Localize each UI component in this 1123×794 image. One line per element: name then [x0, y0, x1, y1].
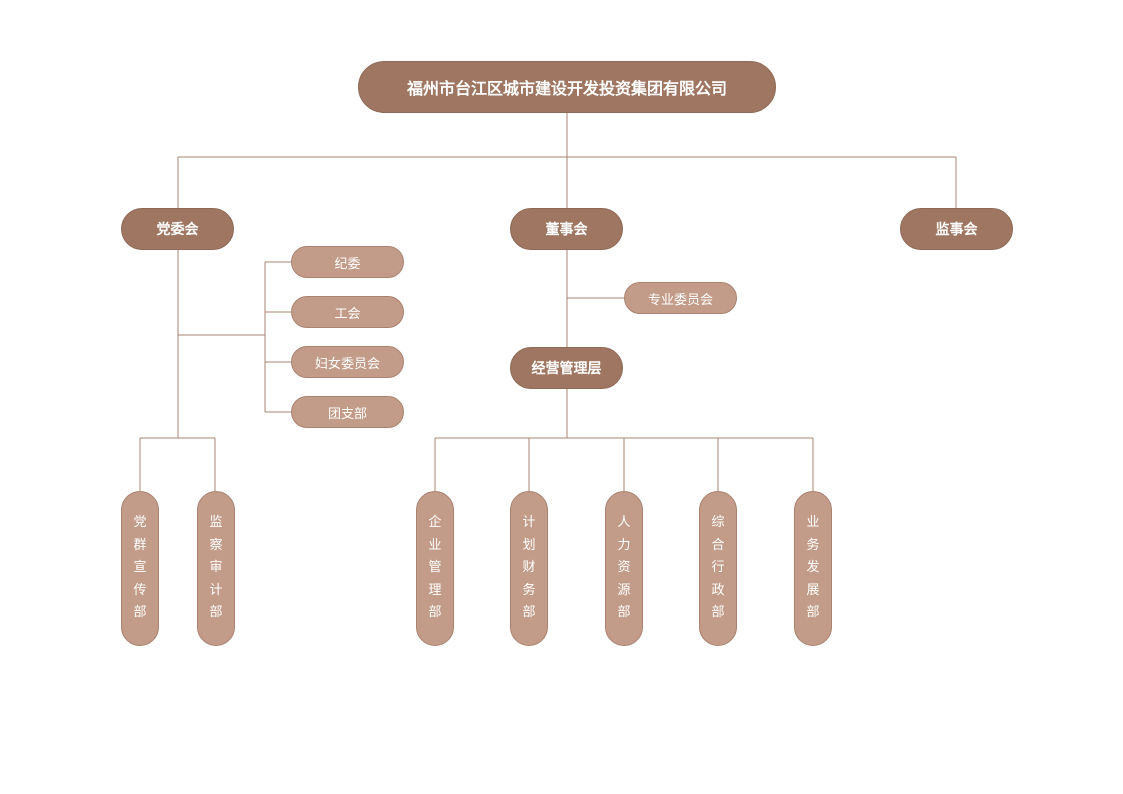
- dept-yewu-node: 业务发展部: [794, 491, 832, 646]
- dept-zonghe-label: 综合行政部: [711, 515, 725, 621]
- party-committee-node: 党委会: [121, 208, 234, 250]
- dept-zonghe-node: 综合行政部: [699, 491, 737, 646]
- connector-lines: [139, 113, 957, 491]
- committee-tuanzhibu-node: 团支部: [291, 396, 404, 428]
- dept-jihua-node: 计划财务部: [510, 491, 548, 646]
- dept-dangqun-label: 党群宣传部: [133, 515, 147, 621]
- dept-renli-label: 人力资源部: [617, 515, 631, 621]
- professional-committee-node: 专业委员会: [624, 282, 737, 314]
- root-node: 福州市台江区城市建设开发投资集团有限公司: [358, 61, 776, 113]
- dept-jihua-label: 计划财务部: [522, 515, 536, 621]
- dept-jiancha-label: 监察审计部: [209, 515, 223, 621]
- board-node: 董事会: [510, 208, 623, 250]
- dept-renli-node: 人力资源部: [605, 491, 643, 646]
- committee-gonghui-node: 工会: [291, 296, 404, 328]
- committee-jiwei-node: 纪委: [291, 246, 404, 278]
- dept-qiye-label: 企业管理部: [428, 515, 442, 621]
- dept-yewu-label: 业务发展部: [806, 515, 820, 621]
- dept-jiancha-node: 监察审计部: [197, 491, 235, 646]
- dept-dangqun-node: 党群宣传部: [121, 491, 159, 646]
- committee-funv-node: 妇女委员会: [291, 346, 404, 378]
- dept-qiye-node: 企业管理部: [416, 491, 454, 646]
- supervisory-board-node: 监事会: [900, 208, 1013, 250]
- management-node: 经营管理层: [510, 347, 623, 389]
